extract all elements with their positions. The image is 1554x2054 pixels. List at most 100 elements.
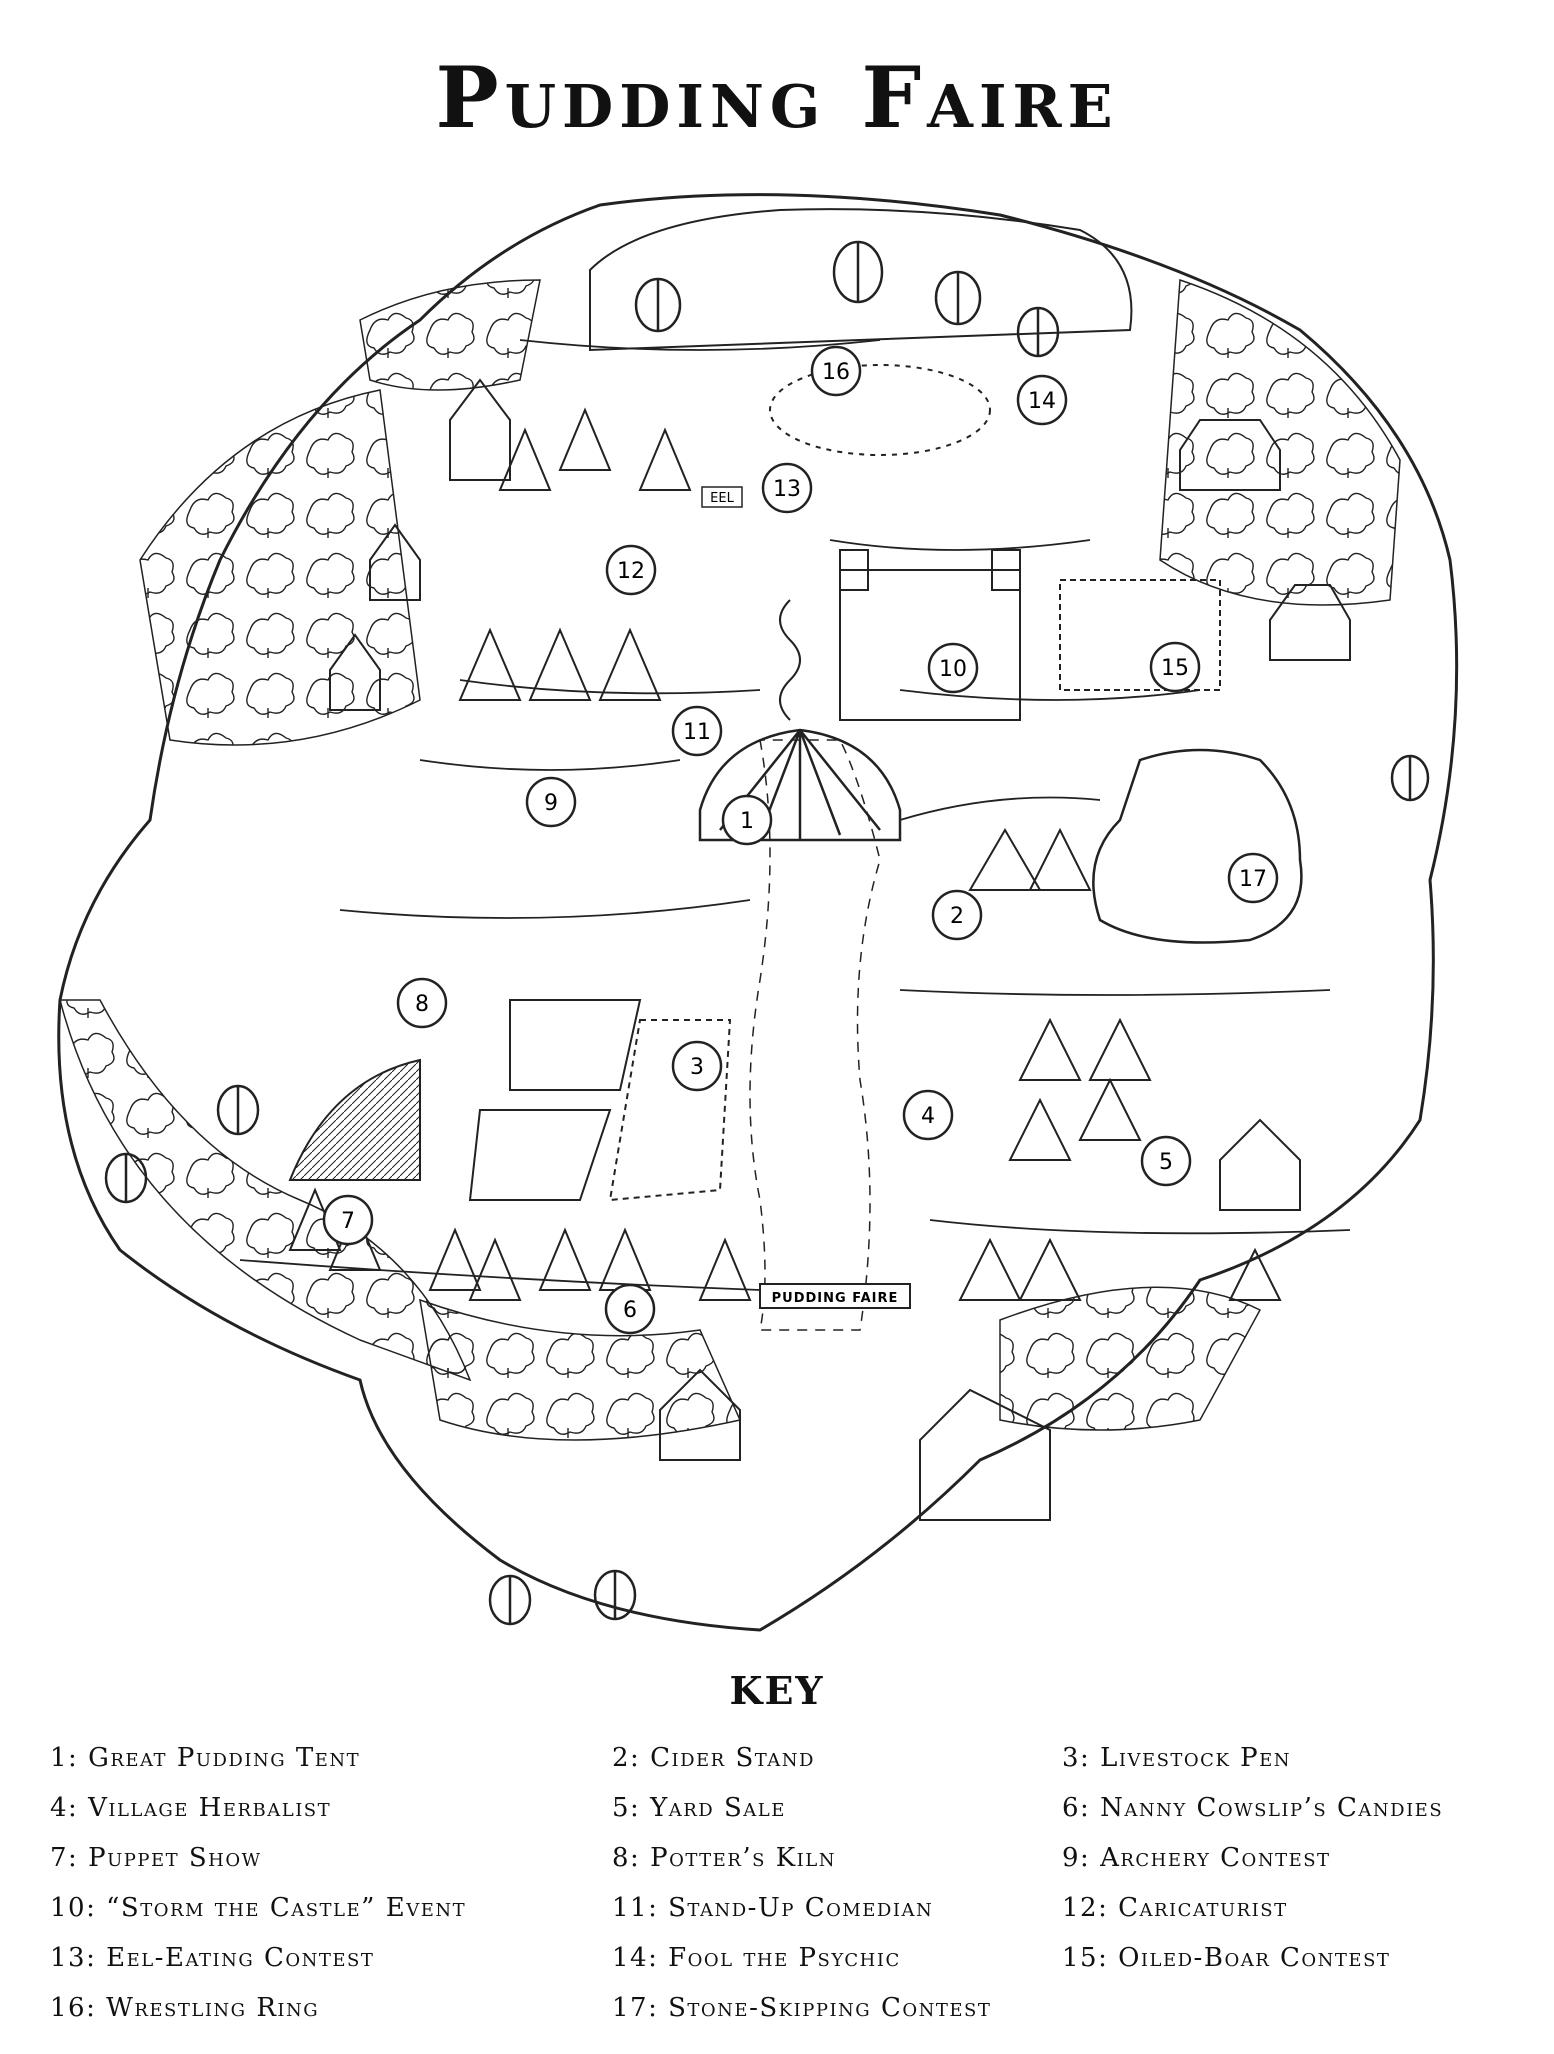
marker-label: 8 — [415, 992, 429, 1017]
marker-label: 13 — [773, 477, 801, 502]
marker-label: 7 — [341, 1209, 355, 1234]
key-item-6: 6: Nanny Cowslip’s Candies — [1062, 1793, 1444, 1823]
map-marker-17: 17 — [1227, 852, 1279, 904]
tree-mass-west — [139, 389, 421, 746]
map-marker-1: 1 — [721, 794, 773, 846]
cottages — [329, 378, 1351, 1521]
marker-circle — [761, 462, 813, 514]
marker-label: 3 — [690, 1055, 704, 1080]
tree-mass-southwest — [59, 999, 472, 1382]
marker-circle — [927, 642, 979, 694]
map-marker-5: 5 — [1140, 1135, 1192, 1187]
key-item-2: 2: Cider Stand — [612, 1743, 815, 1773]
key-item-15: 15: Oiled-Boar Contest — [1062, 1943, 1391, 1973]
eel-sign-board — [701, 486, 743, 508]
marker-circle — [671, 1040, 723, 1092]
key-row: 4: Village Herbalist 5: Yard Sale 6: Nan… — [50, 1783, 1550, 1833]
map-marker-14: 14 — [1016, 374, 1068, 426]
tree-mass-south — [419, 1298, 742, 1441]
marker-label: 16 — [822, 360, 850, 385]
winding-brook — [779, 599, 801, 721]
tree-mass-northwest — [359, 279, 541, 391]
key-item-4: 4: Village Herbalist — [50, 1793, 332, 1823]
eel-sign: EEL — [710, 491, 734, 506]
marker-circle — [605, 544, 657, 596]
map-marker-3: 3 — [671, 1040, 723, 1092]
great-pudding-tent — [698, 728, 902, 842]
key-row: 13: Eel-Eating Contest 14: Fool the Psyc… — [50, 1933, 1550, 1983]
map-marker-7: 7 — [322, 1194, 374, 1246]
marker-circle — [671, 705, 723, 757]
oiled-boar-pen — [1059, 579, 1221, 691]
marker-circle — [721, 794, 773, 846]
key-item-1: 1: Great Pudding Tent — [50, 1743, 361, 1773]
marker-label: 9 — [544, 791, 558, 816]
map-marker-15: 15 — [1149, 641, 1201, 693]
key-item-3: 3: Livestock Pen — [1062, 1743, 1292, 1773]
key-item-11: 11: Stand-Up Comedian — [612, 1893, 934, 1923]
hobbit-doors — [104, 240, 1430, 1626]
map-marker-2: 2 — [931, 889, 983, 941]
marker-label: 4 — [921, 1104, 935, 1129]
map-marker-4: 4 — [902, 1089, 954, 1141]
tree-mass-southeast — [999, 1286, 1262, 1431]
marker-circle — [902, 1089, 954, 1141]
map-marker-10: 10 — [927, 642, 979, 694]
tents — [288, 407, 1282, 1301]
marker-label: 14 — [1028, 389, 1056, 414]
marker-circle — [396, 977, 448, 1029]
key-item-10: 10: “Storm the Castle” Event — [50, 1893, 467, 1923]
stone-skipping-pond — [1092, 748, 1303, 944]
key-row: 7: Puppet Show 8: Potter’s Kiln 9: Arche… — [50, 1833, 1550, 1883]
marker-label: 12 — [617, 559, 645, 584]
marker-label: 6 — [623, 1298, 637, 1323]
marker-circle — [1227, 852, 1279, 904]
marker-label: 2 — [950, 904, 964, 929]
main-path — [749, 739, 881, 1331]
marker-circle — [810, 345, 862, 397]
castle-arena — [839, 549, 1021, 721]
map-marker-9: 9 — [525, 776, 577, 828]
marker-label: 17 — [1239, 867, 1267, 892]
marker-label: 15 — [1161, 656, 1189, 681]
map-marker-11: 11 — [671, 705, 723, 757]
key-item-7: 7: Puppet Show — [50, 1843, 262, 1873]
gate-sign-board — [759, 1283, 911, 1309]
key-item-16: 16: Wrestling Ring — [50, 1993, 320, 2023]
marker-circle — [1140, 1135, 1192, 1187]
marker-circle — [1016, 374, 1068, 426]
key-item-8: 8: Potter’s Kiln — [612, 1843, 836, 1873]
map-marker-8: 8 — [396, 977, 448, 1029]
marker-circle — [1149, 641, 1201, 693]
key-item-5: 5: Yard Sale — [612, 1793, 786, 1823]
faire-map: PUDDING FAIRE EEL 1234567891011121314151… — [57, 193, 1459, 1632]
wrestling-ring — [769, 364, 991, 456]
key-item-14: 14: Fool the Psychic — [612, 1943, 901, 1973]
marker-label: 5 — [1159, 1150, 1173, 1175]
marker-circle — [931, 889, 983, 941]
map-marker-13: 13 — [761, 462, 813, 514]
map-marker-16: 16 — [810, 345, 862, 397]
key-row: 1: Great Pudding Tent 2: Cider Stand 3: … — [50, 1733, 1550, 1783]
key-item-12: 12: Caricaturist — [1062, 1893, 1288, 1923]
hill-outline — [57, 193, 1459, 1632]
key-row: 16: Wrestling Ring 17: Stone-Skipping Co… — [50, 1983, 1550, 2033]
key-item-17: 17: Stone-Skipping Contest — [612, 1993, 992, 2023]
marker-label: 1 — [740, 809, 754, 834]
tree-mass-east — [1159, 278, 1401, 606]
marker-circle — [525, 776, 577, 828]
map-marker-6: 6 — [604, 1283, 656, 1335]
map-marker-12: 12 — [605, 544, 657, 596]
marker-circle — [604, 1283, 656, 1335]
key-item-13: 13: Eel-Eating Contest — [50, 1943, 375, 1973]
marker-circle — [322, 1194, 374, 1246]
map-title: Pudding Faire — [435, 48, 1119, 147]
marker-label: 10 — [939, 657, 967, 682]
livestock-pens — [468, 999, 732, 1202]
bunting — [239, 339, 1351, 1291]
key-item-9: 9: Archery Contest — [1062, 1843, 1331, 1873]
key-title: KEY — [729, 1668, 825, 1713]
key-row: 10: “Storm the Castle” Event 11: Stand-U… — [50, 1883, 1550, 1933]
marker-label: 11 — [683, 720, 711, 745]
